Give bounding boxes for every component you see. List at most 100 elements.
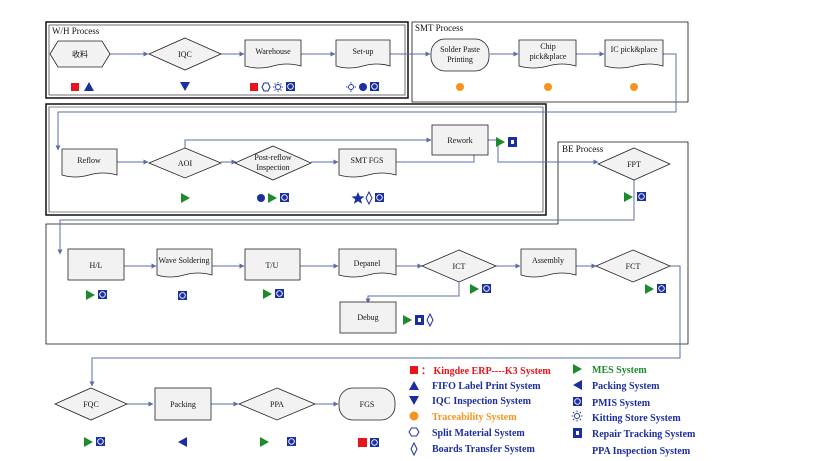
node-reflow: Reflow — [61, 148, 118, 178]
erp-icon — [71, 83, 79, 91]
be-section-title: BE Process — [562, 144, 604, 154]
repair-tracking-icon — [508, 137, 517, 147]
legend-fifo-text: FIFO Label Print System — [432, 381, 541, 392]
legend-repair-tracking-icon — [573, 428, 582, 438]
fpt-label: FPT — [627, 160, 641, 169]
node-tu: T/U — [244, 248, 301, 281]
node-assembly: Assembly — [520, 248, 577, 278]
legend-pmis-icon — [573, 397, 582, 406]
node-setup: Set-up — [335, 39, 391, 69]
node-debug: Debug — [339, 301, 397, 334]
node-aoi: AOI — [147, 147, 223, 179]
assembly-label: Assembly — [532, 256, 564, 265]
legend-mes-icon — [573, 364, 582, 374]
reflow-label: Reflow — [77, 156, 101, 165]
fct-label: FCT — [626, 262, 641, 271]
legend-boards-transfer-icon — [410, 441, 418, 457]
pmis-icon — [482, 284, 491, 293]
node-fgs: FGS — [338, 387, 396, 421]
legend-fifo-icon — [409, 381, 419, 390]
iqc-label: IQC — [178, 50, 192, 59]
solder-paste-label-2: Printing — [447, 55, 473, 64]
mes-icon — [624, 192, 633, 202]
legend-erp-icon — [410, 366, 418, 374]
legend: ： Kingdee ERP----K3 System FIFO Label Pr… — [408, 364, 696, 457]
node-wave-soldering: Wave Soldering — [156, 248, 213, 278]
legend-split-material-text: Split Material System — [432, 428, 525, 439]
smt-section-title: SMT Process — [415, 23, 464, 33]
wh-section-title: W/H Process — [52, 26, 100, 36]
blue-dot-icon — [359, 83, 367, 91]
pmis-icon — [286, 82, 295, 91]
pmis-icon — [96, 437, 105, 446]
fqc-label: FQC — [83, 400, 99, 409]
hl-label: H/L — [90, 261, 103, 270]
node-chip-pick-place: Chip pick&place — [518, 39, 577, 69]
boards-transfer-icon — [365, 190, 373, 206]
system-markers — [71, 82, 666, 447]
legend-iqc-text: IQC Inspection System — [432, 396, 532, 407]
split-material-icon — [261, 82, 271, 92]
post-reflow-label-2: Inspection — [256, 163, 289, 172]
kitting-store-icon — [273, 82, 283, 92]
node-hl: H/L — [67, 248, 125, 281]
solder-paste-label-1: Solder Paste — [440, 45, 480, 54]
traceability-icon — [630, 83, 638, 91]
smt-section-border — [411, 21, 689, 103]
debug-label: Debug — [357, 313, 378, 322]
node-warehouse: Warehouse — [244, 39, 302, 69]
legend-kitting-store-icon — [571, 410, 583, 422]
pmis-icon — [178, 291, 187, 300]
legend-iqc-icon — [409, 396, 419, 405]
node-rework: Rework — [431, 124, 489, 156]
depanel-label: Depanel — [354, 259, 381, 268]
legend-mes-text: MES System — [592, 365, 647, 376]
mes-icon — [86, 290, 95, 300]
legend-pmis-text: PMIS System — [592, 398, 651, 409]
fgs-label: FGS — [360, 400, 375, 409]
boards-transfer-icon — [426, 312, 434, 328]
legend-erp-text: ： Kingdee ERP----K3 System — [421, 366, 551, 377]
legend-traceability-icon — [409, 411, 419, 421]
ppa-label: PPA — [270, 400, 284, 409]
node-ic-pick-place: IC pick&place — [604, 39, 664, 69]
iqc-system-icon — [180, 82, 190, 91]
packing-system-icon — [178, 437, 187, 447]
legend-packing-icon — [573, 380, 582, 390]
node-receive: 收料 — [49, 40, 111, 68]
connectors — [55, 51, 681, 407]
node-ppa: PPA — [237, 387, 317, 421]
legend-repair-text: Repair Tracking System — [592, 429, 696, 440]
tu-label: T/U — [266, 261, 279, 270]
packing-label: Packing — [170, 400, 196, 409]
pmis-icon — [637, 192, 646, 201]
repair-tracking-icon — [415, 315, 424, 325]
kitting-store-icon — [346, 82, 356, 92]
mes-icon — [496, 137, 505, 147]
ic-place-label: IC pick&place — [611, 45, 658, 54]
mes-icon — [181, 193, 190, 203]
receive-label: 收料 — [72, 49, 88, 59]
chip-label-2: pick&place — [530, 52, 567, 61]
warehouse-label: Warehouse — [255, 47, 291, 56]
node-fqc: FQC — [54, 387, 128, 421]
pmis-icon — [370, 82, 379, 91]
traceability-icon — [544, 83, 552, 91]
erp-icon — [250, 83, 258, 91]
node-smt-fgs: SMT FGS — [338, 148, 397, 178]
node-post-reflow-inspection: Post-reflow Inspection — [234, 145, 312, 181]
pmis-icon — [287, 437, 296, 446]
wave-label: Wave Soldering — [158, 256, 209, 265]
fifo-icon — [84, 82, 94, 91]
legend-packing-text: Packing System — [592, 381, 660, 392]
ict-label: ICT — [453, 262, 466, 271]
node-depanel: Depanel — [338, 248, 397, 278]
legend-split-material-icon — [408, 427, 420, 437]
mes-icon — [470, 284, 479, 294]
node-packing: Packing — [154, 387, 212, 421]
mes-icon — [263, 289, 272, 299]
node-iqc: IQC — [148, 37, 222, 71]
traceability-icon — [456, 83, 464, 91]
be-section-border — [45, 141, 689, 345]
